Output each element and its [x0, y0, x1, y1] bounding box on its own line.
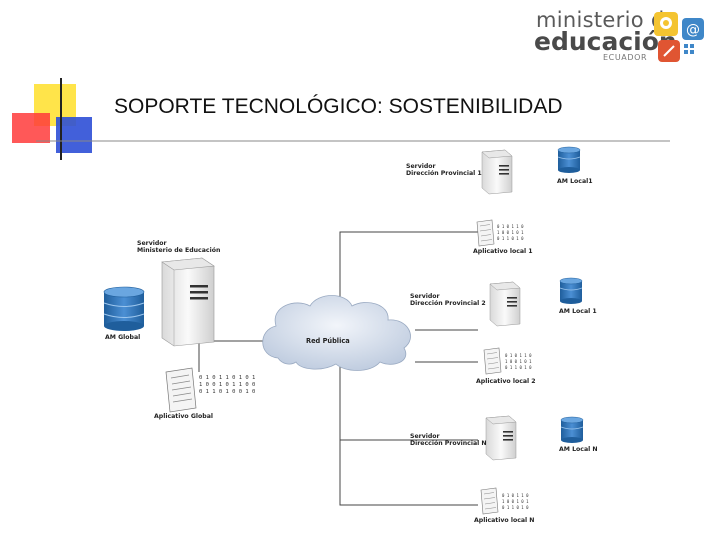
local-app-n-label: Aplicativo local N	[474, 517, 535, 524]
global-database-icon	[103, 286, 145, 331]
global-app-label: Aplicativo Global	[154, 413, 213, 420]
network-label: Red Pública	[306, 337, 350, 345]
central-server-label: Servidor Ministerio de Educación	[137, 240, 220, 254]
svg-text:1 0 0 1 0 1 1 0 0: 1 0 0 1 0 1 1 0 0	[199, 382, 255, 388]
logo-line2: educación	[534, 27, 677, 56]
provincial-server-n-label: Servidor Dirección Provincial N	[410, 433, 487, 447]
local-db-n-label: AM Local N	[559, 446, 598, 453]
provincial-server-1-label-line2: Dirección Provincial 1	[406, 170, 482, 177]
provincial-server-2-label: Servidor Dirección Provincial 2	[410, 293, 486, 307]
local-app-1-label: Aplicativo local 1	[473, 248, 533, 255]
local-db-2-label: AM Local 1	[559, 308, 597, 315]
local-database-1-icon	[557, 146, 581, 173]
central-server-label-line2: Ministerio de Educación	[137, 247, 221, 254]
local-db-1-label: AM Local1	[557, 178, 593, 185]
ministerio-logo: ministerio de educación ECUADOR @	[532, 8, 712, 68]
svg-text:0 1 1 0 1 0: 0 1 1 0 1 0	[497, 236, 524, 241]
provincial-server-1-label-line1: Servidor	[406, 163, 436, 170]
svg-text:0 1 0 1 1 0 1 0 1: 0 1 0 1 1 0 1 0 1	[199, 375, 255, 381]
connection-lines	[198, 231, 478, 506]
global-application-icon: 0 1 0 1 1 0 1 0 1 1 0 0 1 0 1 1 0 0 0 1 …	[165, 367, 255, 413]
provincial-server-1-label: Servidor Dirección Provincial 1	[406, 163, 482, 177]
provincial-server-n-label-line1: Servidor	[410, 433, 440, 440]
local-application-1-icon: 0 1 0 1 1 0 1 0 0 1 0 1 0 1 1 0 1 0	[476, 219, 524, 247]
svg-text:0 1 1 0 1 0 0 1 0: 0 1 1 0 1 0 0 1 0	[199, 389, 255, 395]
decorative-squares	[12, 78, 670, 160]
svg-text:1 0 0 1 0 1: 1 0 0 1 0 1	[502, 499, 529, 504]
svg-text:1 0 0 1 0 1: 1 0 0 1 0 1	[497, 230, 524, 235]
svg-text:0 1 0 1 1 0: 0 1 0 1 1 0	[502, 493, 529, 498]
central-server-icon	[161, 257, 215, 347]
svg-text:0 1 0 1 1 0: 0 1 0 1 1 0	[505, 353, 532, 358]
svg-text:1 0 0 1 0 1: 1 0 0 1 0 1	[505, 359, 532, 364]
red-square	[12, 113, 50, 143]
provincial-server-n-label-line2: Dirección Provincial N	[410, 440, 487, 447]
logo-line3: ECUADOR	[603, 53, 648, 62]
child-and-email-emblem-icon: @	[654, 12, 704, 62]
svg-text:0 1 1 0 1 0: 0 1 1 0 1 0	[505, 365, 532, 370]
provincial-server-n-icon	[485, 415, 517, 461]
local-app-2-label: Aplicativo local 2	[476, 378, 536, 385]
local-database-2-icon	[559, 277, 583, 304]
provincial-server-1-icon	[481, 149, 513, 195]
svg-text:0 1 1 0 1 0: 0 1 1 0 1 0	[502, 505, 529, 510]
svg-text:@: @	[686, 22, 700, 38]
slide-title: SOPORTE TECNOLÓGICO: SOSTENIBILIDAD	[114, 95, 563, 118]
local-application-n-icon: 0 1 0 1 1 0 1 0 0 1 0 1 0 1 1 0 1 0	[480, 487, 529, 515]
provincial-server-2-icon	[489, 281, 521, 327]
svg-text:0 1 0 1 1 0: 0 1 0 1 1 0	[497, 224, 524, 229]
provincial-server-2-label-line1: Servidor	[410, 293, 440, 300]
global-db-label: AM Global	[105, 334, 141, 341]
public-network-cloud-icon	[262, 295, 411, 371]
central-server-label-line1: Servidor	[137, 240, 167, 247]
logo-line1: ministerio de	[536, 8, 678, 32]
provincial-server-2-label-line2: Dirección Provincial 2	[410, 300, 486, 307]
local-database-n-icon	[560, 416, 584, 443]
local-application-2-icon: 0 1 0 1 1 0 1 0 0 1 0 1 0 1 1 0 1 0	[483, 347, 532, 375]
